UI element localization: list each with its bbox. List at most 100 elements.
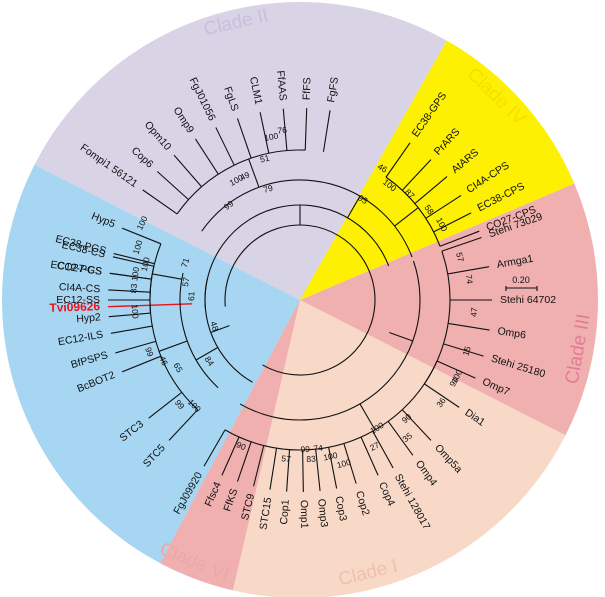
internal-branch xyxy=(394,207,419,227)
bootstrap-value: 83 xyxy=(128,283,139,293)
internal-branch xyxy=(158,340,188,352)
bootstrap-value: 57 xyxy=(180,276,191,287)
leaf-branch xyxy=(148,391,183,419)
leaf-branch xyxy=(447,266,490,275)
leaf-label: EC12-SS xyxy=(56,294,100,306)
sector-clade-v xyxy=(1,164,300,564)
leaf-branch xyxy=(441,236,482,252)
tree-branches xyxy=(108,108,492,492)
scale-bar: 0.20 xyxy=(505,275,538,291)
leaf-label: STC15 xyxy=(257,496,274,530)
leaf-label: Omp3 xyxy=(315,498,330,528)
leaf-branch xyxy=(328,447,338,489)
sector-clade-i-main xyxy=(232,300,566,597)
leaf-branch xyxy=(401,159,432,191)
scale-bar-line xyxy=(505,286,538,291)
leaf-branch xyxy=(387,421,414,456)
bootstrap-value: 100 xyxy=(131,239,145,256)
internal-branch xyxy=(347,195,361,219)
leaf-branch xyxy=(168,409,199,441)
leaf-branch xyxy=(215,127,235,166)
bootstrap-value: 79 xyxy=(262,183,274,195)
bootstrap-value: 27 xyxy=(368,440,381,453)
leaf-label: CLM1 xyxy=(247,76,265,106)
leaf-label: FgFS xyxy=(325,76,341,103)
leaf-branch xyxy=(121,355,162,373)
scale-bar-label: 0.20 xyxy=(512,275,530,285)
bootstrap-value: 15 xyxy=(460,345,472,357)
leaf-branch xyxy=(439,230,480,247)
sector-clade-iii xyxy=(300,183,598,436)
leaf-branch xyxy=(108,289,151,293)
leaf-branch xyxy=(304,108,308,151)
leaf-label: Stehi 64702 xyxy=(500,294,556,306)
bootstrap-value: 57 xyxy=(281,453,292,464)
bootstrap-value: 100 xyxy=(130,304,141,319)
bootstrap-value: 74 xyxy=(313,443,324,454)
internal-branch xyxy=(389,331,413,342)
leaf-label: Cop3 xyxy=(332,495,349,522)
internal-branch xyxy=(224,429,264,447)
leaf-branch xyxy=(433,212,472,233)
bootstrap-value: 74 xyxy=(464,274,475,285)
leaf-branch xyxy=(302,449,304,492)
internal-branch xyxy=(201,179,413,258)
leaf-branch xyxy=(236,441,252,482)
leaf-label: FfFS xyxy=(301,77,314,100)
internal-branch xyxy=(423,250,451,385)
leaf-label: Hyp2 xyxy=(76,311,102,325)
internal-branch xyxy=(152,273,182,280)
internal-branch xyxy=(359,403,376,431)
bootstrap-value: 61 xyxy=(186,291,196,301)
leaf-branch xyxy=(443,343,484,357)
bootstrap-value: 100 xyxy=(263,131,279,143)
clade-label-clade-v: Clade V xyxy=(6,256,29,325)
bootstrap-value: 48 xyxy=(208,320,220,332)
internal-branch xyxy=(176,149,306,215)
bootstrap-value: 76 xyxy=(277,125,288,136)
leaf-branch xyxy=(259,112,270,154)
leaf-branch xyxy=(282,108,288,151)
bootstrap-value: 65 xyxy=(172,361,185,374)
leaf-branch xyxy=(142,189,178,215)
bootstrap-value: 99 xyxy=(143,346,156,358)
internal-branch xyxy=(263,360,438,451)
internal-branch xyxy=(210,325,230,334)
leaf-branch xyxy=(109,272,152,280)
sector-clade-iv xyxy=(300,40,575,300)
leaf-branch xyxy=(156,171,189,201)
leaf-branch xyxy=(236,118,252,159)
leaf-branch xyxy=(286,449,291,492)
leaf-label: Omp6 xyxy=(497,325,527,341)
leaf-branch xyxy=(372,430,394,469)
leaf-label: Cop1 xyxy=(278,499,292,525)
internal-branch xyxy=(149,243,162,314)
bootstrap-value: 100 xyxy=(139,256,152,272)
bootstrap-value: 99 xyxy=(300,444,310,454)
internal-branch xyxy=(204,204,390,309)
leaf-branch xyxy=(121,227,162,245)
leaf-label: FfAAS xyxy=(274,70,289,101)
leaf-branch xyxy=(322,110,331,152)
bootstrap-value: 90 xyxy=(235,439,248,452)
leaf-label: CI4A-CS xyxy=(59,281,101,295)
leaf-branch xyxy=(436,360,476,379)
internal-branch xyxy=(195,347,219,361)
bootstrap-value: 100 xyxy=(129,266,141,282)
bootstrap-value: 51 xyxy=(259,153,271,165)
leaf-branch xyxy=(203,429,226,467)
leaf-branch xyxy=(315,449,321,492)
internal-branch xyxy=(239,260,421,421)
sector-clade-vi-outer xyxy=(160,300,300,591)
bootstrap-value: 94 xyxy=(447,375,460,388)
leaf-branch xyxy=(194,138,219,175)
internal-branch xyxy=(179,272,219,389)
leaf-branch xyxy=(269,448,278,490)
leaf-branch xyxy=(112,256,154,267)
leaf-branch xyxy=(360,436,379,476)
bootstrap-value: 100 xyxy=(336,457,353,470)
leaf-branch xyxy=(414,176,448,205)
leaf-branch xyxy=(425,194,462,219)
